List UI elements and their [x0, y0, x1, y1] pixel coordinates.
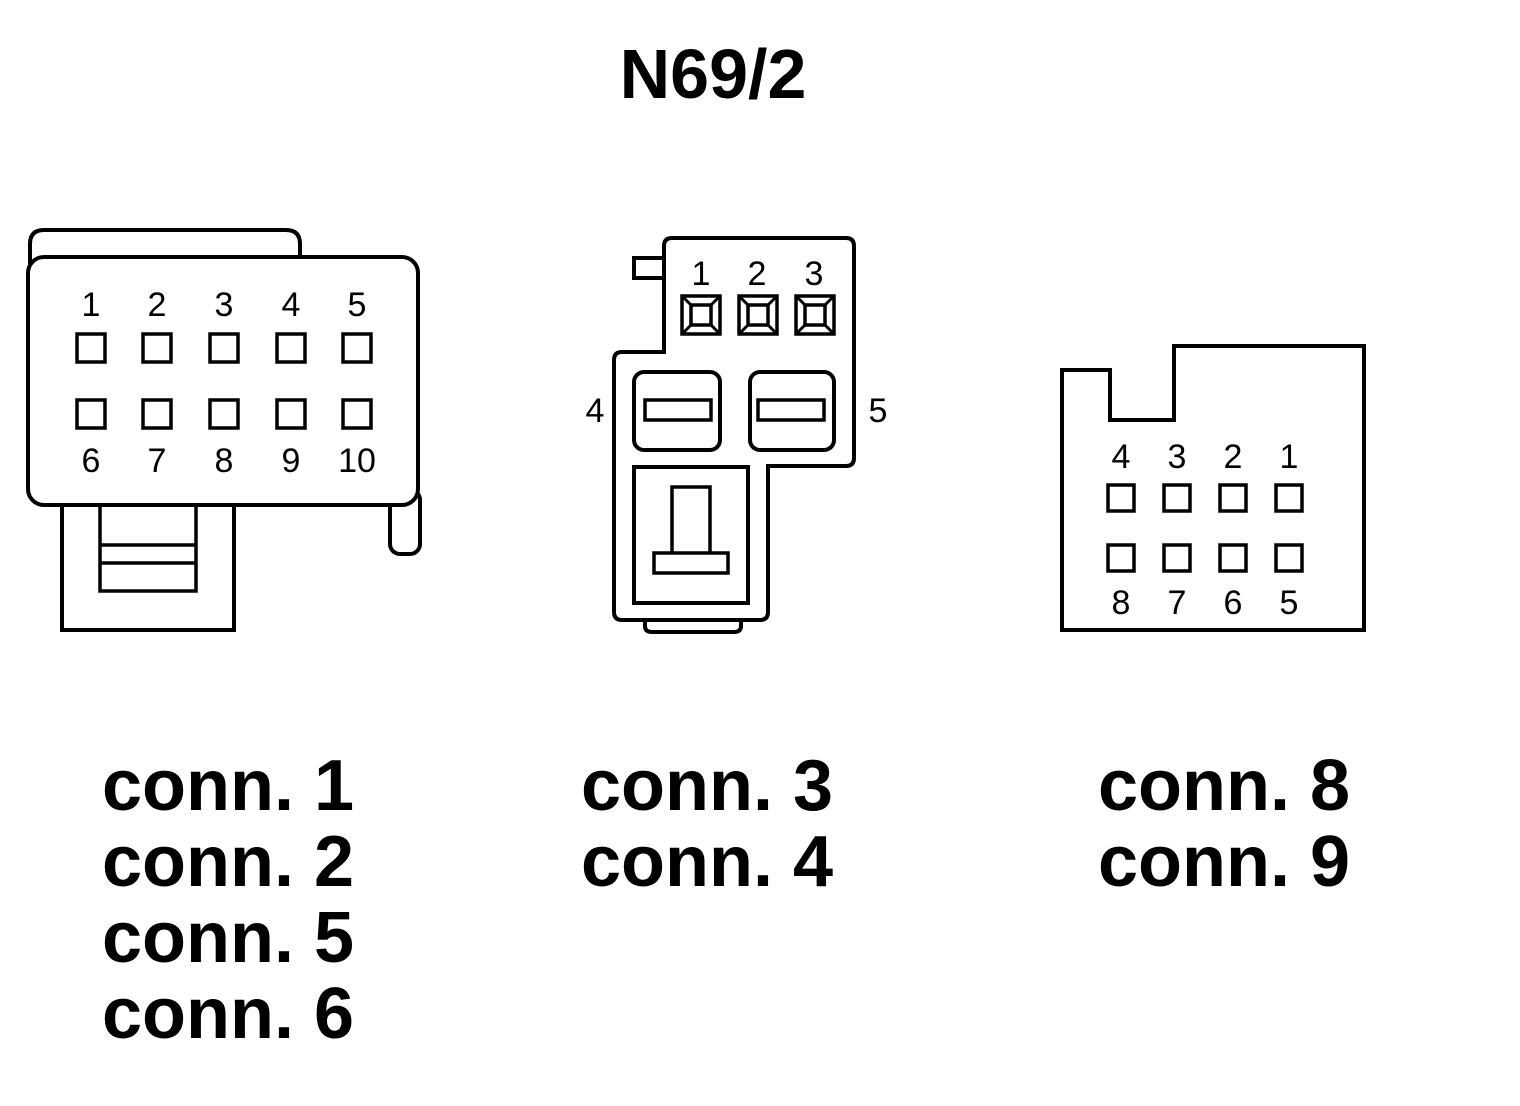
connector-a-pin-label: 3: [215, 286, 234, 324]
connector-a: 1 2 3 4 5 6 7 8 9 10: [26, 228, 422, 632]
connector-a-back-housing: [28, 228, 302, 264]
connector-b-captions: conn. 3 conn. 4: [581, 746, 833, 902]
connector-b-lock-base: [652, 551, 730, 575]
diagram-title: N69/2: [620, 35, 807, 113]
connector-c-pin-label: 4: [1112, 438, 1131, 476]
connector-c: 4 3 2 1 8 7 6 5: [1060, 344, 1366, 632]
connector-caption: conn. 2: [102, 822, 354, 902]
connector-c-pin-label: 3: [1168, 438, 1187, 476]
connector-a-pin-label: 10: [338, 442, 376, 480]
connector-b-pin-label: 1: [692, 255, 711, 293]
connector-a-face: [26, 255, 420, 507]
connector-a-pin-label: 7: [148, 442, 167, 480]
connector-a-pin-label: 5: [348, 286, 367, 324]
connector-a-pin-label: 1: [82, 286, 101, 324]
connector-a-cavities: [75, 332, 373, 430]
connector-c-pin-label: 1: [1280, 438, 1299, 476]
connector-c-cavities: [1106, 483, 1304, 573]
connector-c-pin-label: 5: [1280, 584, 1299, 622]
connector-b-pin-label: 2: [748, 255, 767, 293]
connector-b-lock-post: [670, 485, 712, 559]
connector-caption: conn. 8: [1098, 746, 1350, 826]
connector-caption: conn. 1: [102, 746, 354, 826]
connector-caption: conn. 3: [581, 746, 833, 826]
connector-b-pin-label: 3: [805, 255, 824, 293]
connector-b-terminal-4-blade: [643, 398, 713, 422]
connector-a-pin-label: 2: [148, 286, 167, 324]
connector-caption: conn. 9: [1098, 822, 1350, 902]
connector-b-pin-label: 4: [586, 392, 605, 430]
connector-a-captions: conn. 1 conn. 2 conn. 5 conn. 6: [102, 746, 354, 1054]
connector-b-top-cavities: [680, 294, 836, 336]
connector-c-pin-label: 6: [1224, 584, 1243, 622]
connector-caption: conn. 6: [102, 974, 354, 1054]
connector-a-pin-label: 6: [82, 442, 101, 480]
connector-c-pin-label: 7: [1168, 584, 1187, 622]
connector-a-pin-label: 8: [215, 442, 234, 480]
connector-c-pin-label: 8: [1112, 584, 1131, 622]
connector-b: 1 2 3 4 5: [586, 236, 888, 634]
connector-caption: conn. 5: [102, 898, 354, 978]
connector-caption: conn. 4: [581, 822, 833, 902]
connector-c-captions: conn. 8 conn. 9: [1098, 746, 1350, 902]
connector-a-pin-label: 4: [282, 286, 301, 324]
connector-a-stem-lock: [98, 503, 198, 593]
connector-a-pin-label: 9: [282, 442, 301, 480]
connector-b-tab: [632, 256, 666, 280]
connector-b-pin-label: 5: [869, 392, 888, 430]
connector-b-terminal-5-blade: [756, 398, 826, 422]
connector-c-pin-label: 2: [1224, 438, 1243, 476]
